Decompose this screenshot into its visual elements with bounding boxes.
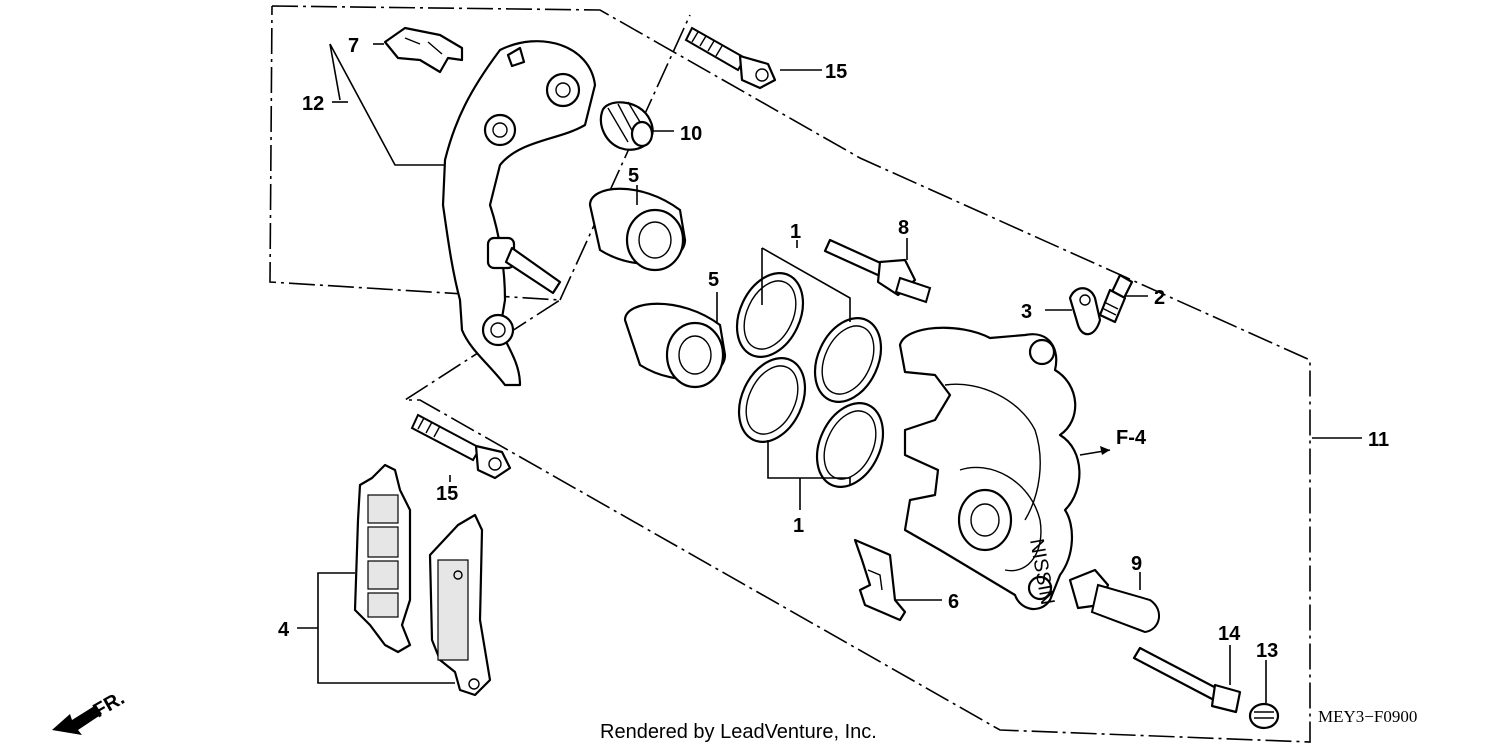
callout-15-upper: 15: [825, 61, 847, 83]
slide-pin-part-8[interactable]: [823, 238, 932, 304]
callout-labels: 7 12 15 10 5 5 1 8 3 2 F-4 11 1 9 6 14 1…: [278, 35, 1389, 662]
callout-6: 6: [948, 591, 959, 613]
callout-7: 7: [348, 35, 359, 57]
callout-2: 2: [1154, 287, 1165, 309]
mounting-bolt-part-15-upper[interactable]: [684, 26, 777, 90]
bleeder-screw-part-2[interactable]: [1098, 273, 1134, 324]
front-direction-arrow: FR.: [52, 687, 128, 735]
callout-10: 10: [680, 123, 702, 145]
callout-14: 14: [1218, 623, 1241, 645]
brake-pad-part-4-front[interactable]: [353, 463, 412, 654]
slide-pin-part-9[interactable]: [1068, 568, 1160, 634]
callout-1-lower: 1: [793, 515, 804, 537]
caliper-bracket-part-12[interactable]: [441, 40, 597, 387]
pin-plug-part-13[interactable]: [1248, 702, 1280, 730]
callout-15-lower: 15: [436, 483, 458, 505]
callout-3: 3: [1021, 301, 1032, 323]
credit-text: Rendered by LeadVenture, Inc.: [600, 721, 877, 743]
callout-5-upper: 5: [628, 165, 639, 187]
pad-pin-part-14[interactable]: [1132, 646, 1242, 714]
callout-5-lower: 5: [708, 269, 719, 291]
callout-1-upper: 1: [790, 221, 801, 243]
callout-4: 4: [278, 619, 290, 641]
piston-part-5-lower[interactable]: [623, 302, 727, 389]
callout-9: 9: [1131, 553, 1142, 575]
callout-8: 8: [898, 217, 909, 239]
mounting-bolt-part-15-lower[interactable]: [410, 413, 512, 480]
brake-pad-part-4-rear[interactable]: [428, 513, 492, 697]
reference-label: F-4: [1116, 427, 1147, 449]
bleeder-cap-part-3[interactable]: [1068, 287, 1102, 336]
pad-spring-part-6[interactable]: [853, 538, 907, 622]
callout-12: 12: [302, 93, 324, 115]
caliper-body-part-11[interactable]: NISSIN: [898, 326, 1081, 611]
piston-seal-part-1[interactable]: [724, 262, 896, 497]
pin-boot-part-10[interactable]: [599, 101, 654, 151]
leader-lines: [297, 43, 1362, 703]
piston-part-5-upper[interactable]: [588, 187, 687, 272]
diagram-code: MEY3−F0900: [1318, 707, 1417, 726]
callout-13: 13: [1256, 640, 1278, 662]
callout-11: 11: [1368, 429, 1389, 451]
pad-spring-part-7[interactable]: [383, 26, 464, 74]
